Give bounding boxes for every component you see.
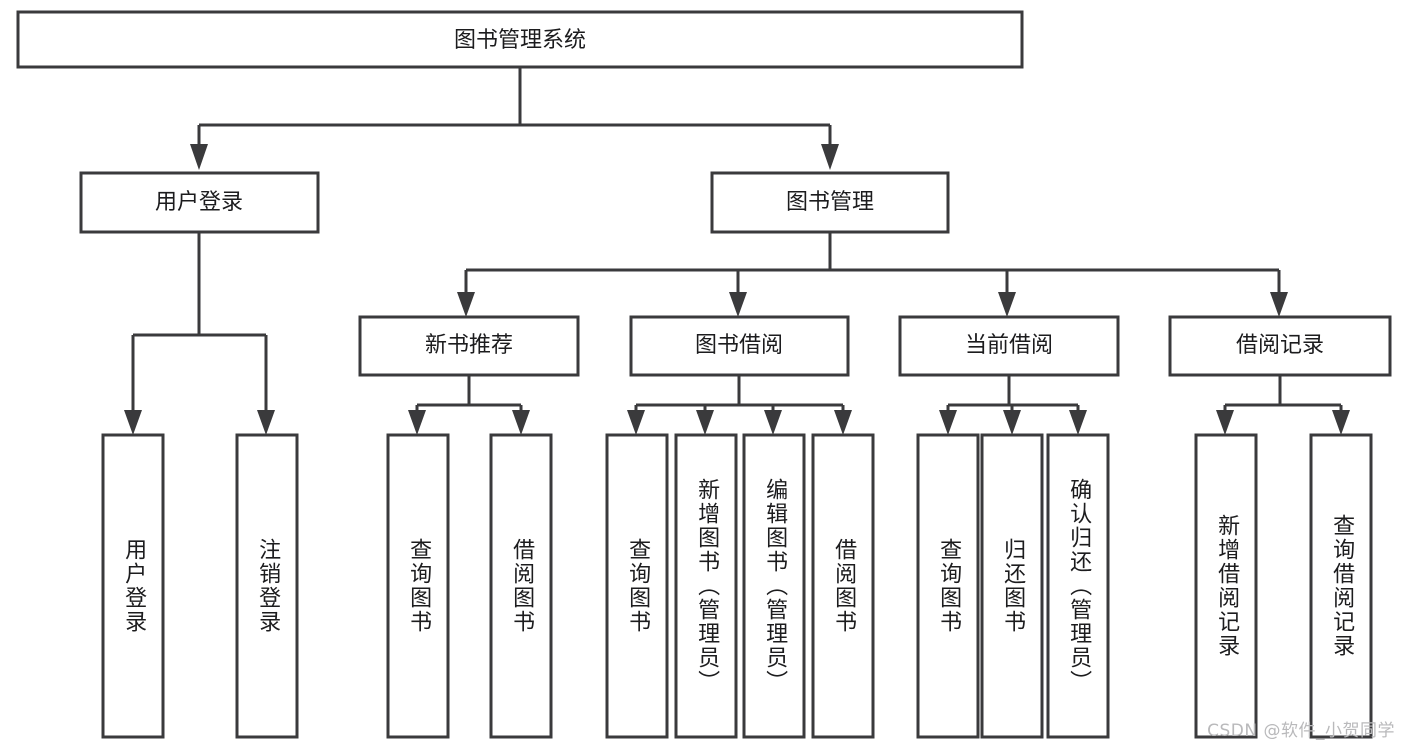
connector-group-borrow-record (1216, 375, 1350, 435)
arrow-head-leaf-query-book-2 (627, 410, 645, 435)
leaf-add-book-box[interactable] (674, 433, 738, 739)
arrow-head-new-book-recommend (457, 292, 475, 317)
arrow-head-book-manage (821, 144, 839, 170)
node-book-borrow-label: 图书借阅 (695, 333, 783, 358)
arrow-head-leaf-borrow-book-1 (512, 410, 530, 435)
node-book-manage-label: 图书管理 (786, 190, 874, 215)
leaf-box-group (101, 433, 1373, 739)
leaf-query-book-1-box[interactable] (386, 433, 450, 739)
leaf-borrow-book-2-box[interactable] (811, 433, 875, 739)
node-current-borrow-box[interactable] (898, 315, 1120, 377)
arrow-head-current-borrow (998, 292, 1016, 317)
arrow-head-borrow-record (1270, 292, 1288, 317)
connector-group-new-book-recommend (408, 375, 530, 435)
leaf-query-book-2-box[interactable] (605, 433, 669, 739)
leaf-return-book-box[interactable] (980, 433, 1044, 739)
arrow-head-leaf-add-book (696, 410, 714, 435)
connector-group-root (190, 67, 839, 170)
leaf-confirm-return-box[interactable] (1046, 433, 1110, 739)
connector-group-book-borrow (627, 375, 852, 435)
connector-group-user-login (124, 232, 275, 435)
node-borrow-record-box[interactable] (1168, 315, 1392, 377)
node-user-login-label: 用户登录 (155, 190, 243, 215)
arrow-head-leaf-confirm-return (1069, 410, 1087, 435)
node-book-manage-box[interactable] (710, 171, 950, 234)
node-root[interactable]: 图书管理系统 (16, 10, 1024, 69)
arrow-head-leaf-query-record (1332, 410, 1350, 435)
node-book-borrow[interactable]: 图书借阅 (629, 315, 850, 377)
node-current-borrow-label: 当前借阅 (965, 333, 1053, 358)
node-root-label: 图书管理系统 (454, 28, 586, 53)
arrow-head-user-login (190, 144, 208, 170)
arrow-head-leaf-user-logout (257, 410, 275, 435)
node-current-borrow[interactable]: 当前借阅 (898, 315, 1120, 377)
node-new-book-recommend[interactable]: 新书推荐 (358, 315, 580, 377)
leaf-user-login-box[interactable] (101, 433, 165, 739)
arrow-head-book-borrow (729, 292, 747, 317)
leaf-add-record-box[interactable] (1194, 433, 1258, 739)
node-new-book-recommend-label: 新书推荐 (425, 333, 513, 358)
leaf-user-logout-box[interactable] (235, 433, 299, 739)
csdn-watermark: CSDN @软件_小贺同学 (1207, 721, 1395, 741)
leaf-edit-book-box[interactable] (742, 433, 806, 739)
node-borrow-record[interactable]: 借阅记录 (1168, 315, 1392, 377)
leaf-borrow-book-1-box[interactable] (489, 433, 553, 739)
arrow-head-leaf-query-book-1 (408, 410, 426, 435)
node-borrow-record-label: 借阅记录 (1236, 333, 1324, 358)
arrow-head-leaf-borrow-book-2 (834, 410, 852, 435)
node-user-login[interactable]: 用户登录 (79, 171, 320, 234)
leaf-query-book-3-box[interactable] (916, 433, 980, 739)
node-book-manage[interactable]: 图书管理 (710, 171, 950, 234)
arrow-head-leaf-edit-book (764, 410, 782, 435)
arrow-head-leaf-return-book (1003, 410, 1021, 435)
arrow-head-leaf-add-record (1216, 410, 1234, 435)
arrow-head-leaf-user-login (124, 410, 142, 435)
node-root-box[interactable] (16, 10, 1024, 69)
node-new-book-recommend-box[interactable] (358, 315, 580, 377)
node-book-borrow-box[interactable] (629, 315, 850, 377)
connector-group-book-manage (457, 232, 1288, 317)
arrow-head-leaf-query-book-3 (939, 410, 957, 435)
leaf-query-record-box[interactable] (1309, 433, 1373, 739)
node-user-login-box[interactable] (79, 171, 320, 234)
connector-group-current-borrow (939, 375, 1087, 435)
